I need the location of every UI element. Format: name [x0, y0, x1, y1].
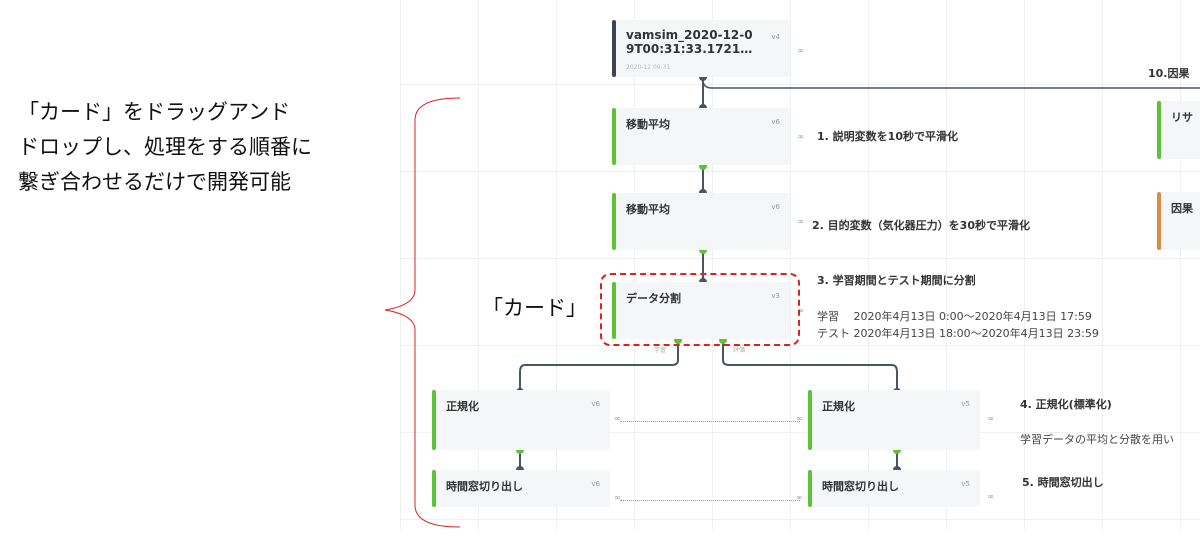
card-version: v6	[591, 400, 600, 408]
card-status-bar	[612, 108, 616, 165]
step-description-4: 4. 正規化(標準化)	[1020, 398, 1112, 411]
card-time-window-test[interactable]: 時間窓切り出し v5 ∞	[808, 470, 994, 507]
link-icon[interactable]: ∞	[797, 132, 804, 141]
link-icon[interactable]: ∞	[614, 493, 621, 502]
step-description-3: 3. 学習期間とテスト期間に分割	[817, 274, 976, 287]
output-port[interactable]	[893, 446, 901, 454]
card-normalize-test[interactable]: 正規化 v5 ∞	[808, 390, 994, 450]
card-version: v4	[771, 33, 780, 41]
card-data-split[interactable]: データ分割 v3 ∞	[612, 282, 804, 339]
card-time-window-train[interactable]: 時間窓切り出し v6	[432, 470, 610, 507]
annotation-line-3: 繋ぎ合わせるだけで開発可能	[18, 170, 291, 194]
port-label-eval: 評価	[733, 347, 746, 354]
link-line	[620, 421, 800, 422]
step-description-4-detail: 学習データの平均と分散を用い	[1020, 433, 1174, 446]
card-title: データ分割	[626, 292, 681, 305]
card-version: v3	[771, 292, 780, 300]
card-status-bar	[1157, 192, 1161, 250]
card-status-bar	[612, 193, 616, 250]
card-moving-average-2[interactable]: 移動平均 v6 ∞	[612, 193, 804, 250]
output-port[interactable]	[699, 162, 707, 170]
card-title: 因果	[1171, 202, 1193, 215]
annotation-line-2: ドロップし、処理をする順番に	[18, 135, 312, 159]
card-title: vamsim_2020-12-0	[626, 28, 753, 42]
card-status-bar	[808, 390, 812, 450]
step-description-2: 2. 目的変数（気化器圧力）を30秒で平滑化	[812, 219, 1030, 232]
card-status-bar	[1157, 101, 1161, 159]
link-icon[interactable]: ∞	[797, 306, 804, 315]
port-label-train: 学習	[654, 347, 667, 354]
card-partial-right-2[interactable]: 因果	[1157, 192, 1200, 250]
train-period: 学習 2020年4月13日 0:00～2020年4月13日 17:59	[817, 310, 1092, 323]
output-port-eval[interactable]	[719, 336, 727, 344]
card-annotation-label: 「カード」	[482, 296, 587, 320]
card-title: リサ	[1171, 111, 1193, 124]
card-version: v6	[591, 480, 600, 488]
card-status-bar	[808, 470, 812, 507]
card-version: v5	[961, 480, 970, 488]
annotation-bracket	[384, 97, 461, 528]
card-title: 時間窓切り出し	[822, 480, 899, 493]
highlight-box	[600, 273, 800, 346]
card-title: 時間窓切り出し	[446, 480, 523, 493]
card-normalize-train[interactable]: 正規化 v6	[432, 390, 610, 450]
output-port[interactable]	[516, 446, 524, 454]
annotation-line-1: 「カード」をドラッグアンド	[18, 100, 291, 124]
link-icon[interactable]: ∞	[797, 46, 804, 55]
card-moving-average-1[interactable]: 移動平均 v6 ∞	[612, 108, 804, 165]
card-title: 正規化	[446, 400, 479, 413]
card-version: v5	[961, 400, 970, 408]
link-icon[interactable]: ∞	[796, 493, 803, 502]
test-period: テスト 2020年4月13日 18:00～2020年4月13日 23:59	[817, 327, 1099, 340]
card-date: 2020-12 09:31	[626, 64, 671, 71]
card-title: 移動平均	[626, 203, 670, 216]
card-status-bar	[432, 390, 436, 450]
step-description-1: 1. 説明変数を10秒で平滑化	[817, 130, 958, 143]
step-description-10: 10.因果	[1148, 67, 1190, 80]
card-title: 移動平均	[626, 118, 670, 131]
card-status-bar	[612, 20, 616, 77]
output-port-train[interactable]	[674, 336, 682, 344]
link-icon[interactable]: ∞	[796, 414, 803, 423]
link-icon[interactable]: ∞	[797, 217, 804, 226]
card-source-data[interactable]: vamsim_2020-12-0 9T00:31:33.1721… 2020-1…	[612, 20, 804, 77]
card-version: v6	[771, 203, 780, 211]
link-icon[interactable]: ∞	[614, 414, 621, 423]
card-partial-right-1[interactable]: リサ	[1157, 101, 1200, 159]
link-line	[620, 500, 800, 501]
link-icon[interactable]: ∞	[987, 492, 994, 501]
step-description-5: 5. 時間窓切出し	[1022, 476, 1104, 489]
output-port[interactable]	[699, 246, 707, 254]
output-port[interactable]	[699, 73, 707, 81]
card-version: v6	[771, 118, 780, 126]
link-icon[interactable]: ∞	[987, 414, 994, 423]
card-title-cont: 9T00:31:33.1721…	[626, 42, 753, 56]
card-title: 正規化	[822, 400, 855, 413]
card-status-bar	[432, 470, 436, 507]
card-status-bar	[612, 282, 616, 339]
